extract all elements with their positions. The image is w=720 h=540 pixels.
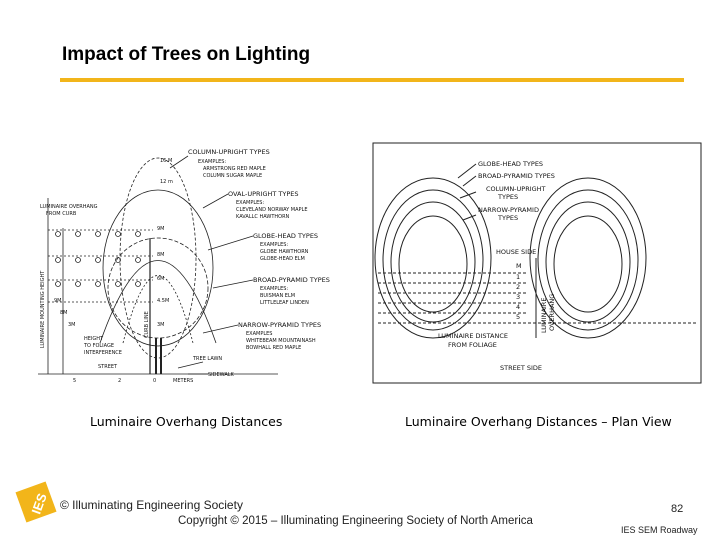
label-column-upright: COLUMN-UPRIGHT TYPES xyxy=(188,148,270,156)
svg-text:FROM CURB: FROM CURB xyxy=(46,211,77,217)
svg-text:TYPES: TYPES xyxy=(497,193,518,201)
luminaire-overhang-plan-figure: GLOBE-HEAD TYPES BROAD-PYRAMID TYPES COL… xyxy=(368,138,706,388)
label-narrow-pyramid: NARROW-PYRAMID TYPES xyxy=(238,321,321,329)
svg-text:0: 0 xyxy=(153,378,156,384)
svg-text:16 M: 16 M xyxy=(160,158,172,164)
label-oval-upright: OVAL-UPRIGHT TYPES xyxy=(228,190,299,198)
svg-text:9M: 9M xyxy=(54,298,62,304)
svg-text:4: 4 xyxy=(516,303,520,311)
slide-title: Impact of Trees on Lighting xyxy=(62,44,311,65)
svg-text:3: 3 xyxy=(516,293,520,301)
svg-text:TO FOLIAGE: TO FOLIAGE xyxy=(83,343,114,349)
svg-text:METERS: METERS xyxy=(173,378,193,384)
ies-logo: IES xyxy=(14,480,60,526)
svg-text:EXAMPLES:: EXAMPLES: xyxy=(260,286,288,292)
luminaire-overhang-elevation-figure: COLUMN-UPRIGHT TYPES EXAMPLES: ARMSTRONG… xyxy=(38,138,368,388)
page-number: 82 xyxy=(671,503,684,515)
svg-text:GLOBE-HEAD ELM: GLOBE-HEAD ELM xyxy=(260,256,305,262)
label-house-side: HOUSE SIDE xyxy=(496,248,536,256)
svg-text:KAVALLC HAWTHORN: KAVALLC HAWTHORN xyxy=(236,214,290,220)
svg-text:LUMINAIRE DISTANCE: LUMINAIRE DISTANCE xyxy=(438,332,508,340)
svg-text:BUISMAN ELM: BUISMAN ELM xyxy=(260,293,295,299)
svg-text:TYPES: TYPES xyxy=(497,214,518,222)
svg-text:6M: 6M xyxy=(157,276,165,282)
svg-text:M: M xyxy=(516,262,522,270)
svg-text:4.5M: 4.5M xyxy=(157,298,169,304)
svg-text:IES: IES xyxy=(28,491,49,516)
svg-text:3M: 3M xyxy=(157,322,165,328)
svg-text:OVERHANG: OVERHANG xyxy=(548,294,556,331)
label-globe-head-plan: GLOBE-HEAD TYPES xyxy=(478,160,543,168)
plan-view-diagram: GLOBE-HEAD TYPES BROAD-PYRAMID TYPES COL… xyxy=(372,142,702,384)
svg-text:8M: 8M xyxy=(60,310,68,316)
svg-text:FROM FOLIAGE: FROM FOLIAGE xyxy=(448,341,497,349)
svg-text:EXAMPLES:: EXAMPLES: xyxy=(260,242,288,248)
svg-text:SIDEWALK: SIDEWALK xyxy=(208,372,235,378)
svg-text:EXAMPLES:: EXAMPLES: xyxy=(236,200,264,206)
svg-text:ARMSTRONG RED MAPLE: ARMSTRONG RED MAPLE xyxy=(203,166,266,172)
caption-left: Luminaire Overhang Distances xyxy=(90,414,283,429)
label-broad-pyramid: BROAD-PYRAMID TYPES xyxy=(253,276,330,284)
svg-text:5: 5 xyxy=(516,313,520,321)
footer-tag: IES SEM Roadway xyxy=(621,525,698,535)
svg-text:WHITEBEAM MOUNTAINASH: WHITEBEAM MOUNTAINASH xyxy=(246,338,316,344)
svg-text:EXAMPLES: EXAMPLES xyxy=(246,331,272,337)
svg-text:2: 2 xyxy=(118,378,121,384)
svg-text:EXAMPLES:: EXAMPLES: xyxy=(198,159,226,165)
svg-text:CLEVELAND NORWAY MAPLE: CLEVELAND NORWAY MAPLE xyxy=(236,207,308,213)
svg-text:LUMINAIRE MOUNTING HEIGHT: LUMINAIRE MOUNTING HEIGHT xyxy=(40,270,46,348)
svg-text:3M: 3M xyxy=(68,322,76,328)
title-rule xyxy=(60,78,684,82)
label-broad-pyramid-plan: BROAD-PYRAMID TYPES xyxy=(478,172,555,180)
svg-text:COLUMN-UPRIGHT: COLUMN-UPRIGHT xyxy=(486,185,546,193)
caption-right: Luminaire Overhang Distances – Plan View xyxy=(405,414,672,429)
svg-text:LITTLELEAF LINDEN: LITTLELEAF LINDEN xyxy=(260,300,309,306)
elevation-diagram: COLUMN-UPRIGHT TYPES EXAMPLES: ARMSTRONG… xyxy=(38,148,330,384)
svg-text:STREET: STREET xyxy=(98,364,118,370)
svg-text:9M: 9M xyxy=(157,226,165,232)
svg-text:COLUMN SUGAR MAPLE: COLUMN SUGAR MAPLE xyxy=(203,173,262,179)
svg-text:8M: 8M xyxy=(157,252,165,258)
svg-text:INTERFERENCE: INTERFERENCE xyxy=(84,350,122,356)
svg-text:GLOBE HAWTHORN: GLOBE HAWTHORN xyxy=(260,249,309,255)
svg-text:LUMINAIRE OVERHANG: LUMINAIRE OVERHANG xyxy=(40,204,98,210)
svg-text:TREE LAWN: TREE LAWN xyxy=(192,356,222,362)
svg-text:LUMINAIRE: LUMINAIRE xyxy=(540,298,548,333)
svg-text:5: 5 xyxy=(73,378,76,384)
svg-text:2: 2 xyxy=(516,283,520,291)
svg-text:HEIGHT: HEIGHT xyxy=(84,336,104,342)
label-street-side: STREET SIDE xyxy=(500,364,542,372)
svg-text:1: 1 xyxy=(516,273,520,281)
svg-text:CURB LINE: CURB LINE xyxy=(144,311,150,338)
svg-text:NARROW-PYRAMID: NARROW-PYRAMID xyxy=(478,206,539,214)
footer-organization: © Illuminating Engineering Society xyxy=(60,498,243,512)
footer-copyright: Copyright © 2015 – Illuminating Engineer… xyxy=(178,515,533,527)
svg-text:BOWHALL RED MAPLE: BOWHALL RED MAPLE xyxy=(246,345,301,351)
svg-text:12 m: 12 m xyxy=(160,179,173,185)
label-globe-head: GLOBE-HEAD TYPES xyxy=(253,232,318,240)
